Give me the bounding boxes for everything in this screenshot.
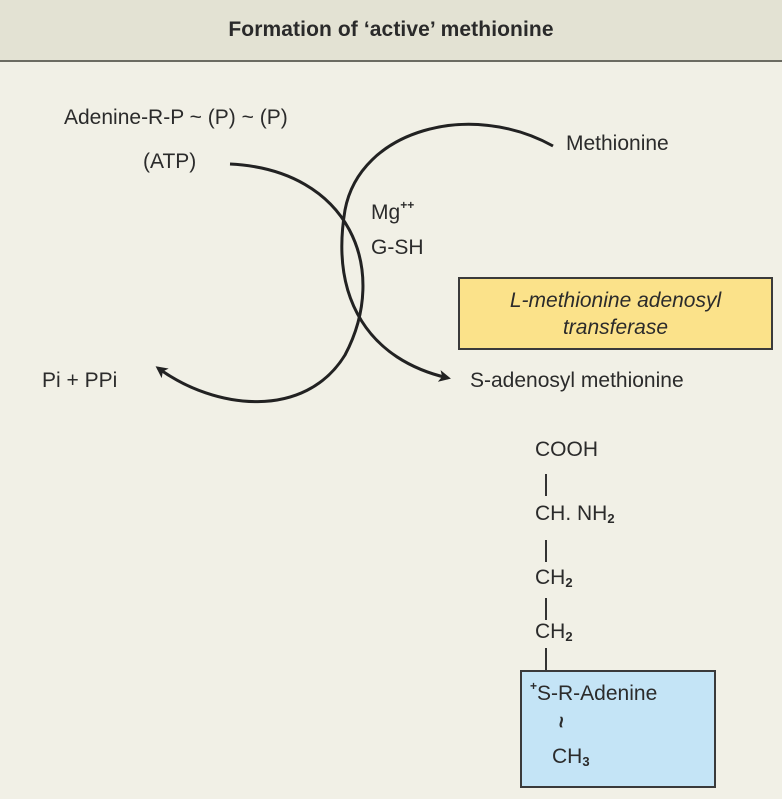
ch2-label-1: CH2 bbox=[535, 566, 573, 590]
methionine-to-sam-arrow bbox=[340, 122, 554, 382]
s-plus-charge: + bbox=[530, 679, 538, 693]
title-bar: Formation of ‘active’ methionine bbox=[0, 0, 782, 62]
mg-label: Mg++ bbox=[371, 198, 415, 224]
diagram-title: Formation of ‘active’ methionine bbox=[228, 18, 554, 41]
mg-charge: ++ bbox=[400, 198, 415, 212]
atp-label: (ATP) bbox=[143, 150, 197, 173]
enzyme-box: L-methionine adenosyl transferase bbox=[458, 277, 773, 350]
methionine-label: Methionine bbox=[566, 132, 669, 155]
ch-nh2-label: CH. NH2 bbox=[535, 502, 615, 526]
high-energy-bond: ~ bbox=[549, 715, 573, 729]
pi-ppi-label: Pi + PPi bbox=[42, 369, 118, 392]
sam-label: S-adenosyl methionine bbox=[470, 369, 684, 392]
enzyme-line-1: L-methionine adenosyl bbox=[509, 288, 722, 312]
enzyme-line-2: transferase bbox=[562, 315, 669, 339]
ch2-label-2: CH2 bbox=[535, 620, 573, 644]
atp-to-pi-arrow bbox=[155, 162, 365, 404]
s-adenine-label: +S-R-Adenine bbox=[530, 679, 658, 705]
ch3-label: CH3 bbox=[552, 745, 590, 769]
atp-formula-label: Adenine-R-P ~ (P) ~ (P) bbox=[64, 106, 288, 129]
cooh-label: COOH bbox=[535, 438, 598, 461]
sulfonium-box bbox=[520, 670, 716, 788]
gsh-label: G-SH bbox=[371, 236, 424, 259]
